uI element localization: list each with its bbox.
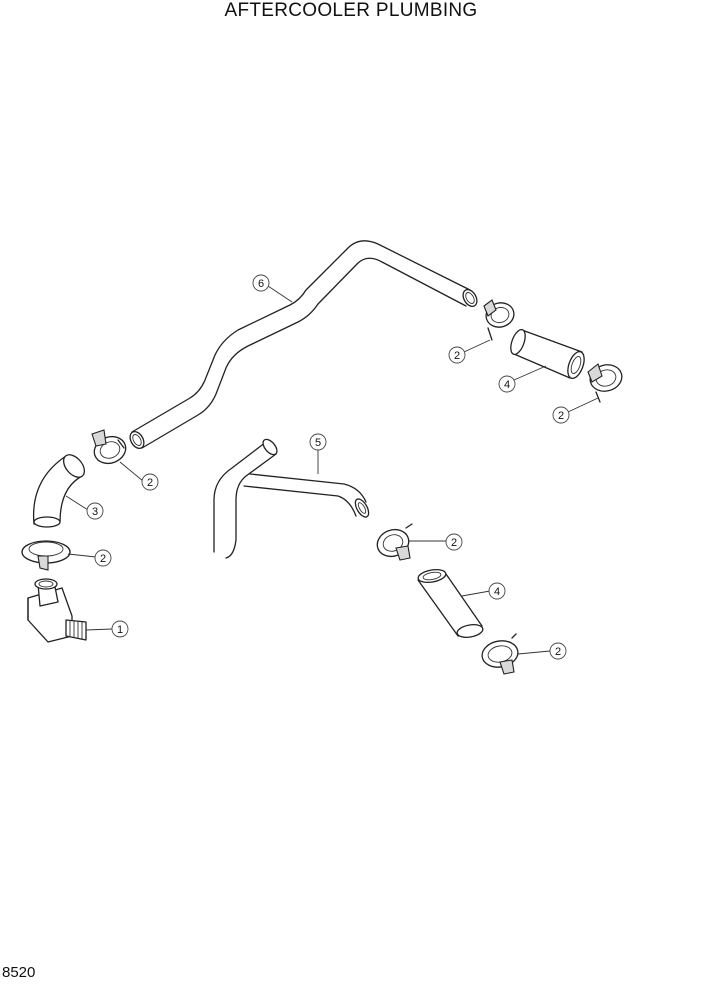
callout-4-a: 4 — [498, 375, 516, 393]
callout-2-e-label: 2 — [451, 537, 457, 549]
pipe-part-6 — [129, 240, 478, 450]
elbow-hose-part-3 — [32, 454, 86, 528]
callout-6-label: 6 — [258, 278, 264, 290]
callout-2-b: 2 — [552, 406, 570, 424]
callout-2-b-label: 2 — [558, 410, 564, 422]
hose-clamp-lower-left — [21, 540, 71, 571]
callout-2-c-label: 2 — [147, 477, 153, 489]
callout-3-label: 3 — [92, 506, 98, 518]
hose-part-4-lower — [417, 568, 484, 638]
hose-clamp-upper-right — [587, 363, 623, 403]
callout-2-a: 2 — [448, 346, 466, 364]
hose-clamp-left-pipe-end — [91, 429, 127, 465]
callout-2-f: 2 — [549, 642, 567, 660]
callout-3: 3 — [86, 502, 104, 520]
callout-2-c: 2 — [141, 473, 159, 491]
callout-1: 1 — [111, 620, 129, 638]
callout-1-label: 1 — [117, 624, 123, 636]
callout-5-label: 5 — [315, 437, 321, 449]
callout-2-a-label: 2 — [454, 350, 460, 362]
hose-part-4-upper — [510, 328, 585, 380]
hose-clamp-lower-middle — [376, 523, 413, 561]
hose-clamp-upper-left — [483, 299, 515, 341]
callout-4-b: 4 — [488, 582, 506, 600]
bent-pipe-part-5 — [213, 438, 370, 559]
callout-2-f-label: 2 — [555, 646, 561, 658]
page-code: 8520 — [2, 964, 36, 981]
callout-4-a-label: 4 — [504, 379, 510, 391]
diagram-title: AFTERCOOLER PLUMBING — [224, 0, 478, 21]
callout-2-d: 2 — [94, 549, 112, 567]
callout-6: 6 — [252, 274, 270, 292]
callout-5: 5 — [309, 433, 327, 451]
callout-4-b-label: 4 — [494, 586, 500, 598]
callout-2-d-label: 2 — [100, 553, 106, 565]
leader-lines — [65, 285, 599, 655]
callout-2-e: 2 — [445, 533, 463, 551]
hose-clamp-lower-right — [481, 633, 519, 675]
elbow-fitting-part-1 — [27, 578, 87, 643]
